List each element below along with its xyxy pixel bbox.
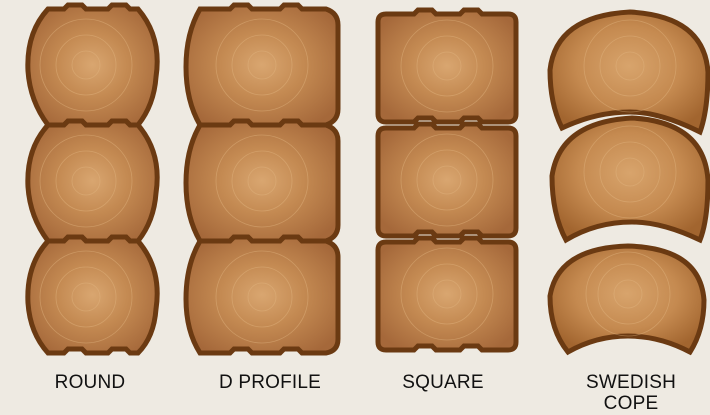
swedish-cope-label: SWEDISH COPE	[560, 372, 702, 414]
round-label: ROUND	[28, 372, 152, 393]
d-profile-log-2	[186, 121, 338, 241]
round-log-1	[28, 5, 157, 125]
d-profile-label: D PROFILE	[192, 372, 348, 393]
square-log-stack	[378, 10, 516, 350]
swedish-cope-log-2	[552, 118, 708, 240]
round-log-2	[28, 121, 157, 241]
d-profile-log-stack	[186, 5, 338, 353]
square-log-1	[378, 10, 516, 122]
swedish-cope-log-1	[550, 12, 708, 132]
swedish-cope-log-stack	[550, 12, 708, 352]
round-log-3	[28, 237, 157, 353]
round-log-stack	[28, 5, 157, 353]
swedish-cope-label-line-2: COPE	[560, 393, 702, 414]
square-label: SQUARE	[372, 372, 514, 393]
square-log-3	[378, 238, 516, 350]
swedish-cope-label-line-1: SWEDISH	[560, 372, 702, 393]
d-profile-label-text: D PROFILE	[192, 372, 348, 393]
d-profile-log-1	[186, 5, 338, 125]
d-profile-log-3	[186, 237, 338, 353]
square-label-text: SQUARE	[372, 372, 514, 393]
round-label-text: ROUND	[28, 372, 152, 393]
square-log-2	[378, 124, 516, 236]
